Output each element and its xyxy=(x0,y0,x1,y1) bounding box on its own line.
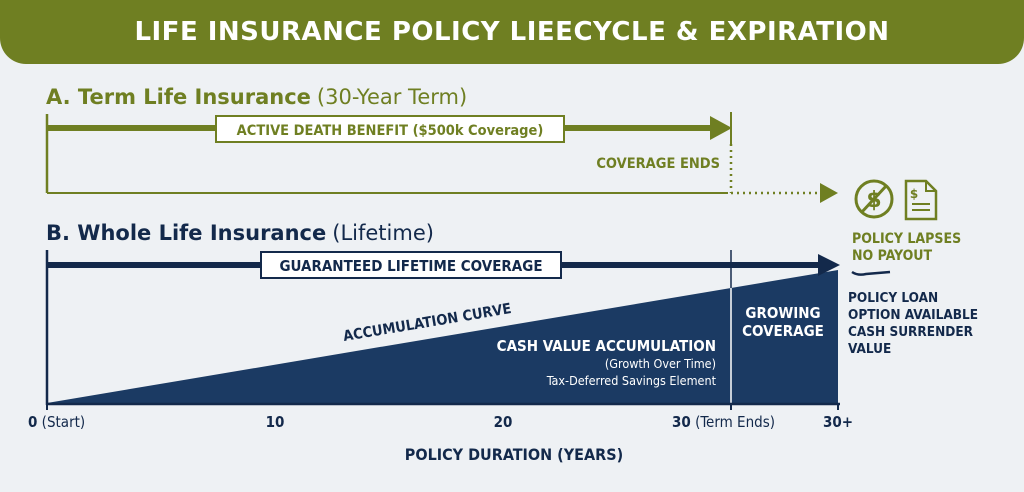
no-dollar-icon: $ xyxy=(854,179,894,219)
cash-value-sub1: (Growth Over Time) xyxy=(605,356,716,371)
svg-text:$: $ xyxy=(866,188,881,213)
term-benefit-arrowhead xyxy=(710,116,732,140)
tick-label-10: 10 xyxy=(266,413,285,431)
growing-label-line1: GROWING xyxy=(745,304,820,322)
policy-lapses-label: POLICY LAPSES xyxy=(852,231,961,247)
hand-icon xyxy=(851,270,891,276)
growing-label-line2: COVERAGE xyxy=(742,322,824,340)
diagram-title: LIFE INSURANCE POLICY LIEECYCLE & EXPIRA… xyxy=(134,17,890,47)
tick-label-0: 0 (Start) xyxy=(28,413,85,431)
tick-label-30: 30 (Term Ends) xyxy=(672,413,775,431)
term-benefit-label-box xyxy=(215,115,565,143)
side-note-4: VALUE xyxy=(848,341,891,357)
coverage-ends-label: COVERAGE ENDS xyxy=(596,156,720,172)
no-payout-label: NO PAYOUT xyxy=(852,248,933,264)
tick-label-20: 20 xyxy=(494,413,513,431)
guaranteed-label: GUARANTEED LIFETIME COVERAGE xyxy=(279,257,542,275)
svg-text:$: $ xyxy=(910,187,918,201)
document-dollar-icon: $ xyxy=(904,179,938,221)
guaranteed-coverage-arrowhead xyxy=(818,254,840,276)
x-axis-title: POLICY DURATION (YEARS) xyxy=(405,445,623,464)
side-note-2: OPTION AVAILABLE xyxy=(848,307,978,323)
cash-value-title: CASH VALUE ACCUMULATION xyxy=(497,337,716,355)
whole-section-title: B. Whole Life Insurance(Lifetime) xyxy=(46,221,434,245)
side-note-1: POLICY LOAN xyxy=(848,290,938,306)
term-benefit-label: ACTIVE DEATH BENEFIT ($500k Coverage) xyxy=(237,123,544,139)
cash-value-sub2: Tax-Deferred Savings Element xyxy=(546,373,717,388)
tick-label-30plus: 30+ xyxy=(823,413,853,431)
side-note-3: CASH SURRENDER xyxy=(848,324,974,340)
term-lapse-arrowhead xyxy=(820,183,838,203)
title-banner: LIFE INSURANCE POLICY LIEECYCLE & EXPIRA… xyxy=(0,0,1024,64)
term-section-title: A. Term Life Insurance(30-Year Term) xyxy=(46,85,467,109)
cash-value-area xyxy=(47,270,838,403)
guaranteed-label-box xyxy=(260,251,562,279)
